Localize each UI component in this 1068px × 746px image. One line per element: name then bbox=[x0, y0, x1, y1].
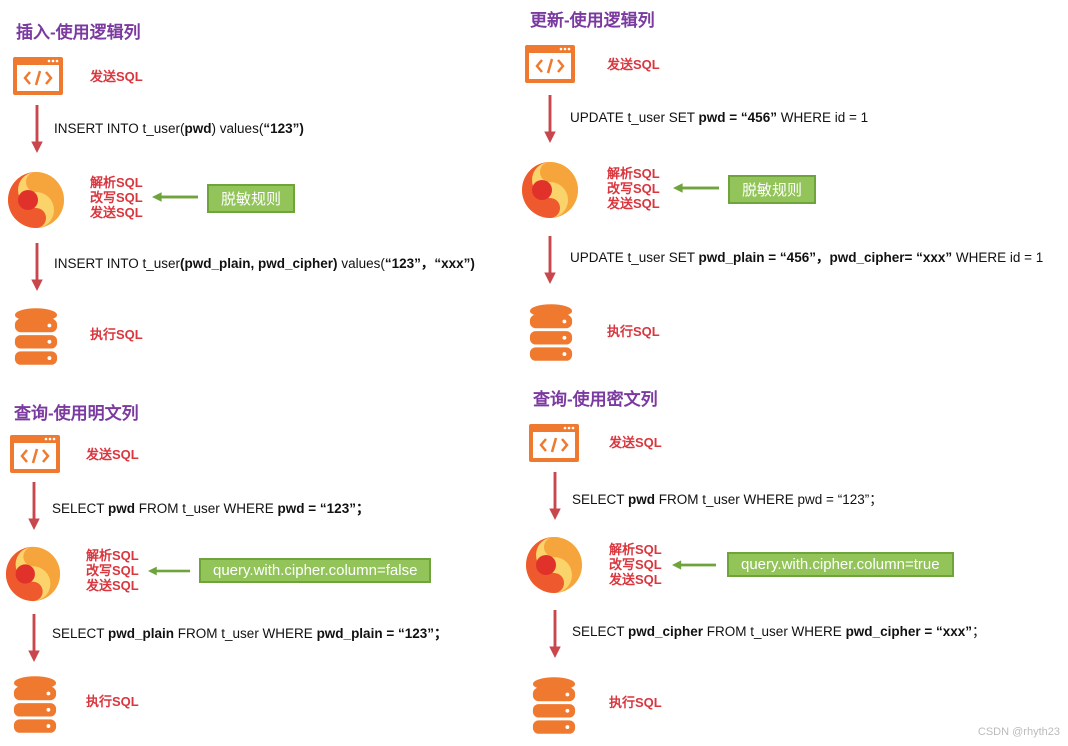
exec-sql-label: 执行SQL bbox=[86, 694, 139, 709]
parse-sql-label: 解析SQL bbox=[607, 166, 660, 181]
sql-input: SELECT pwd FROM t_user WHERE pwd = “123”… bbox=[52, 501, 370, 516]
parse-sql-label: 解析SQL bbox=[86, 548, 139, 563]
parse-labels: 解析SQL 改写SQL 发送SQL bbox=[607, 166, 660, 211]
down-arrow-icon bbox=[544, 95, 556, 143]
database-icon bbox=[13, 306, 59, 368]
database-icon bbox=[528, 302, 574, 364]
panel-title: 插入-使用逻辑列 bbox=[16, 23, 141, 42]
left-arrow-icon bbox=[672, 560, 716, 570]
sql-output: UPDATE t_user SET pwd_plain = “456”，pwd_… bbox=[570, 250, 1044, 265]
sql-output: SELECT pwd_plain FROM t_user WHERE pwd_p… bbox=[52, 626, 448, 641]
down-arrow-icon bbox=[28, 614, 40, 662]
shardingsphere-logo-icon bbox=[520, 160, 580, 220]
rewrite-sql-label: 改写SQL bbox=[607, 181, 660, 196]
shardingsphere-logo-icon bbox=[6, 170, 66, 230]
database-icon bbox=[531, 676, 577, 736]
panel-title: 查询-使用明文列 bbox=[14, 404, 139, 423]
panel-title: 更新-使用逻辑列 bbox=[530, 11, 655, 30]
down-arrow-icon bbox=[28, 482, 40, 530]
code-icon bbox=[9, 434, 61, 474]
send-sql-label: 发送SQL bbox=[90, 205, 143, 220]
rewrite-sql-label: 改写SQL bbox=[609, 557, 662, 572]
database-icon bbox=[12, 675, 58, 735]
rewrite-sql-label: 改写SQL bbox=[90, 190, 143, 205]
shardingsphere-logo-icon bbox=[524, 535, 584, 595]
send-sql-label: 发送SQL bbox=[607, 57, 660, 72]
rule-box: query.with.cipher.column=true bbox=[727, 552, 954, 577]
send-sql-label: 发送SQL bbox=[86, 578, 139, 593]
down-arrow-icon bbox=[549, 472, 561, 520]
sql-input: SELECT pwd FROM t_user WHERE pwd = “123”… bbox=[572, 492, 883, 507]
down-arrow-icon bbox=[544, 236, 556, 284]
sql-output: SELECT pwd_cipher FROM t_user WHERE pwd_… bbox=[572, 624, 986, 639]
rule-box: 脱敏规则 bbox=[728, 175, 817, 204]
parse-sql-label: 解析SQL bbox=[609, 542, 662, 557]
send-sql-label: 发送SQL bbox=[86, 447, 139, 462]
rewrite-sql-label: 改写SQL bbox=[86, 563, 139, 578]
parse-sql-label: 解析SQL bbox=[90, 175, 143, 190]
sql-input: UPDATE t_user SET pwd = “456” WHERE id =… bbox=[570, 110, 869, 125]
parse-labels: 解析SQL 改写SQL 发送SQL bbox=[609, 542, 662, 587]
send-sql-label: 发送SQL bbox=[609, 435, 662, 450]
left-arrow-icon bbox=[148, 566, 190, 576]
shardingsphere-logo-icon bbox=[4, 545, 62, 603]
rule-box: query.with.cipher.column=false bbox=[199, 558, 432, 583]
send-sql-label: 发送SQL bbox=[607, 196, 660, 211]
parse-labels: 解析SQL 改写SQL 发送SQL bbox=[90, 175, 143, 220]
left-arrow-icon bbox=[673, 183, 719, 193]
panel-title: 查询-使用密文列 bbox=[533, 390, 658, 409]
code-icon bbox=[524, 44, 576, 84]
sql-output: INSERT INTO t_user(pwd_plain, pwd_cipher… bbox=[54, 256, 475, 271]
sql-input: INSERT INTO t_user(pwd) values(“123”) bbox=[54, 121, 304, 136]
down-arrow-icon bbox=[31, 105, 43, 153]
code-icon bbox=[12, 56, 64, 96]
watermark: CSDN @rhyth23 bbox=[977, 726, 1060, 738]
send-sql-label: 发送SQL bbox=[90, 69, 143, 84]
left-arrow-icon bbox=[152, 192, 198, 202]
code-icon bbox=[528, 423, 580, 463]
send-sql-label: 发送SQL bbox=[609, 572, 662, 587]
down-arrow-icon bbox=[549, 610, 561, 658]
rule-box: 脱敏规则 bbox=[207, 184, 296, 213]
parse-labels: 解析SQL 改写SQL 发送SQL bbox=[86, 548, 139, 593]
exec-sql-label: 执行SQL bbox=[607, 324, 660, 339]
exec-sql-label: 执行SQL bbox=[90, 327, 143, 342]
exec-sql-label: 执行SQL bbox=[609, 695, 662, 710]
down-arrow-icon bbox=[31, 243, 43, 291]
